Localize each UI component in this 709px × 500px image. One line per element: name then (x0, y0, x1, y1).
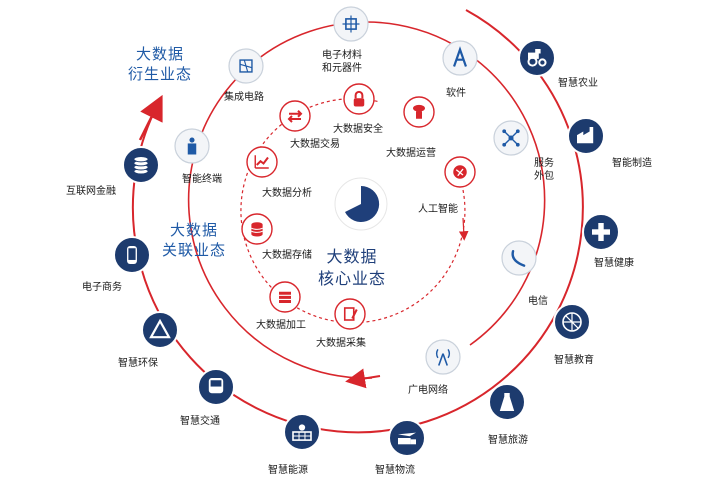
label-manu: 智能制造 (612, 158, 652, 169)
label-trade: 大数据交易 (290, 139, 340, 150)
education-icon (553, 303, 591, 341)
label-energy: 智慧能源 (268, 465, 308, 476)
label-ops: 大数据运营 (386, 148, 436, 159)
clipboard-pen-icon (334, 298, 366, 330)
label-process: 大数据加工 (256, 320, 306, 331)
software-a-icon (442, 40, 478, 76)
label-logi: 智慧物流 (375, 465, 415, 476)
label-collect: 大数据采集 (316, 338, 366, 349)
outer-ring-arrow (138, 94, 163, 141)
core-layer-title: 大数据核心业态 (318, 247, 387, 288)
label-edu: 智慧教育 (554, 355, 594, 366)
derivative-layer-title: 大数据衍生业态 (128, 45, 193, 84)
mobile-phone-icon (113, 236, 151, 274)
circuit-icon (228, 48, 264, 84)
label-fin: 互联网金融 (66, 186, 116, 197)
lock-icon (343, 83, 375, 115)
ai-brain-icon (444, 156, 476, 188)
core-pie-icon (334, 177, 388, 231)
label-software: 软件 (446, 88, 466, 99)
label-traffic: 智慧交通 (180, 416, 220, 427)
label-telecom: 电信 (528, 296, 548, 307)
label-terminal: 智能终端 (182, 174, 222, 185)
bus-icon (197, 368, 235, 406)
inner-ring (240, 98, 466, 324)
label-material: 电子材料和元器件 (322, 50, 362, 74)
inner-ring-arrow (458, 217, 469, 241)
related-layer-title: 大数据关联业态 (162, 221, 227, 260)
chip-icon (333, 6, 369, 42)
solar-panel-icon (283, 413, 321, 451)
middle-ring-arrow (345, 368, 381, 389)
label-analysis: 大数据分析 (262, 188, 312, 199)
medical-cross-icon (582, 213, 620, 251)
label-storage: 大数据存储 (262, 250, 312, 261)
airplane-truck-icon (388, 419, 426, 457)
robot-icon (174, 128, 210, 164)
database-process-icon (269, 281, 301, 313)
tractor-icon (518, 39, 556, 77)
phone-handset-icon (501, 240, 537, 276)
label-tour: 智慧旅游 (488, 435, 528, 446)
label-security: 大数据安全 (333, 124, 383, 135)
label-env: 智慧环保 (118, 358, 158, 369)
exchange-arrows-icon (279, 100, 311, 132)
coins-icon (122, 146, 160, 184)
network-nodes-icon (493, 120, 529, 156)
factory-icon (567, 117, 605, 155)
recycle-icon (141, 311, 179, 349)
label-agri: 智慧农业 (558, 78, 598, 89)
label-ecom: 电子商务 (82, 282, 122, 293)
label-ai: 人工智能 (418, 204, 458, 215)
database-icon (241, 213, 273, 245)
tower-icon (488, 383, 526, 421)
cloud-server-icon (403, 96, 435, 128)
label-outsource: 服务外包 (534, 158, 554, 182)
label-health: 智慧健康 (594, 258, 634, 269)
label-broadcast: 广电网络 (408, 385, 448, 396)
middle-ring (187, 21, 546, 379)
line-chart-icon (246, 146, 278, 178)
antenna-icon (425, 339, 461, 375)
label-circuit: 集成电路 (224, 92, 264, 103)
